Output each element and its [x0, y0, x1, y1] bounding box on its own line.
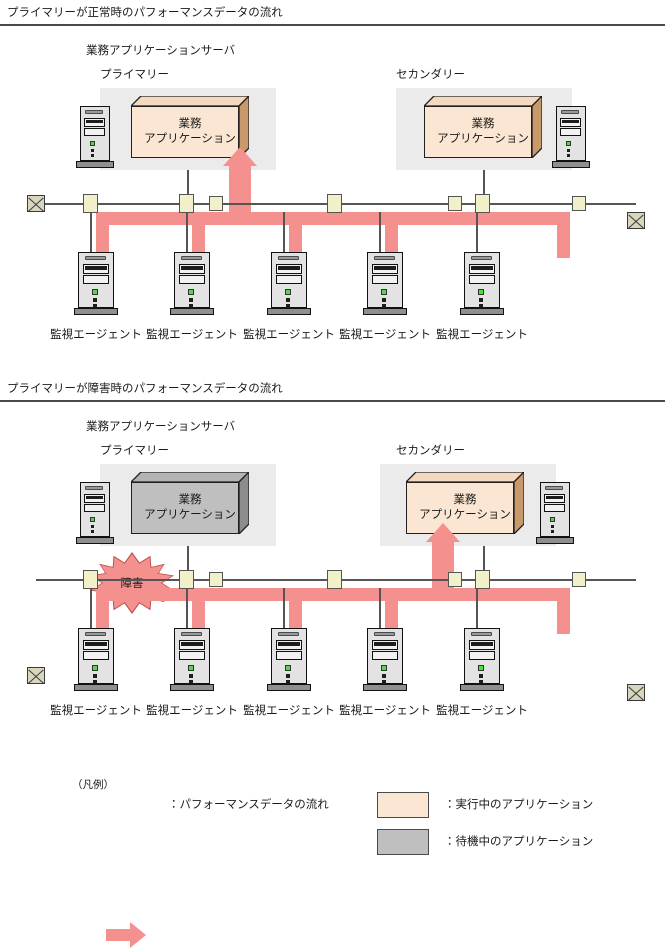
server-tower-normal-secondary	[552, 106, 590, 168]
app-box-3d-shading	[131, 472, 249, 534]
agent-drop-line-failover-5	[476, 588, 478, 628]
app-box-3d-shading	[406, 472, 524, 534]
agent-tower-failover-5	[459, 628, 505, 691]
flow-arrowhead-failover	[426, 523, 460, 542]
bus-tap-normal-4	[448, 196, 462, 211]
bus-tap-failover-2	[209, 572, 223, 587]
agent-tower-normal-1	[73, 252, 119, 315]
agent-label-failover-5: 監視エージェント	[436, 705, 528, 717]
legend-swatch-running	[377, 792, 429, 818]
server-group-label-normal: 業務アプリケーションサーバ	[86, 45, 236, 57]
app-box-failover-secondary: 業務 アプリケーション	[406, 472, 524, 534]
node-label-failover-primary: プライマリー	[100, 445, 169, 457]
server-drop-line-failover-primary	[187, 546, 189, 580]
app-box-normal-secondary: 業務 アプリケーション	[424, 96, 542, 158]
flow-riser-normal	[229, 165, 251, 225]
section-title-normal: プライマリーが正常時のパフォーマンスデータの流れ	[7, 7, 283, 19]
section-rule-normal	[0, 24, 665, 26]
bus-tap-failover-server2	[475, 570, 490, 589]
legend-label-running: ：実行中のアプリケーション	[444, 799, 594, 811]
legend-label-flow: ：パフォーマンスデータの流れ	[168, 799, 329, 811]
agent-drop-line-failover-1	[90, 588, 92, 628]
app-box-failover-primary: 業務 アプリケーション	[131, 472, 249, 534]
app-box-3d-shading	[131, 96, 249, 158]
legend-label-standby: ：待機中のアプリケーション	[444, 836, 594, 848]
bus-terminator-left-normal	[27, 195, 45, 212]
agent-tower-normal-5	[459, 252, 505, 315]
bus-tap-normal-5	[572, 196, 586, 211]
agent-label-normal-5: 監視エージェント	[436, 329, 528, 341]
bus-terminator-right-normal	[627, 212, 645, 229]
bus-tap-normal-server2	[475, 194, 490, 213]
bus-tap-normal-2	[209, 196, 223, 211]
server-tower-failover-secondary	[536, 482, 574, 544]
agent-tower-normal-3	[266, 252, 312, 315]
agent-label-normal-1: 監視エージェント	[50, 329, 142, 341]
server-tower-failover-primary	[76, 482, 114, 544]
flow-bus-failover	[96, 588, 570, 601]
bus-tap-failover-3	[327, 570, 342, 589]
bus-tap-normal-server1	[179, 194, 194, 213]
agent-label-failover-2: 監視エージェント	[146, 705, 238, 717]
agent-tower-failover-1	[73, 628, 119, 691]
server-drop-line-failover-secondary	[483, 546, 485, 580]
section-title-failover: プライマリーが障害時のパフォーマンスデータの流れ	[7, 383, 283, 395]
server-drop-line-normal-secondary	[483, 170, 485, 204]
flow-stub-failover-4	[385, 588, 398, 634]
flow-stub-normal-4	[385, 212, 398, 258]
flow-stub-failover-1	[96, 588, 109, 634]
bus-tap-failover-1	[83, 570, 98, 589]
agent-drop-line-failover-4	[379, 588, 381, 628]
flow-stub-failover-2	[192, 588, 205, 634]
legend-arrow-icon	[106, 922, 150, 948]
flow-arrowhead-normal	[223, 147, 257, 166]
server-drop-line-normal-primary	[187, 170, 189, 204]
flow-stub-normal-1	[96, 212, 109, 258]
node-label-normal-secondary: セカンダリー	[396, 69, 465, 81]
agent-drop-line-normal-3	[283, 212, 285, 252]
legend-swatch-standby	[377, 829, 429, 855]
bus-tap-failover-4	[448, 572, 462, 587]
bus-terminator-left-failover	[27, 667, 45, 684]
flow-stub-failover-3	[289, 588, 302, 634]
agent-tower-failover-3	[266, 628, 312, 691]
bus-terminator-right-failover	[627, 684, 645, 701]
agent-drop-line-normal-1	[90, 212, 92, 252]
section-rule-failover	[0, 400, 665, 402]
flow-stub-failover-5	[557, 588, 570, 634]
agent-tower-failover-2	[169, 628, 215, 691]
flow-stub-normal-3	[289, 212, 302, 258]
agent-label-normal-2: 監視エージェント	[146, 329, 238, 341]
bus-tap-failover-server1	[179, 570, 194, 589]
agent-label-normal-4: 監視エージェント	[339, 329, 431, 341]
agent-label-failover-4: 監視エージェント	[339, 705, 431, 717]
server-group-label-failover: 業務アプリケーションサーバ	[86, 421, 236, 433]
bus-tap-failover-5	[572, 572, 586, 587]
agent-drop-line-normal-5	[476, 212, 478, 252]
app-box-3d-shading	[424, 96, 542, 158]
agent-tower-normal-4	[362, 252, 408, 315]
flow-bus-normal	[96, 212, 570, 225]
agent-label-failover-3: 監視エージェント	[243, 705, 335, 717]
agent-drop-line-failover-2	[186, 588, 188, 628]
agent-drop-line-normal-4	[379, 212, 381, 252]
flow-stub-normal-5	[557, 212, 570, 258]
server-tower-normal-primary	[76, 106, 114, 168]
app-box-face	[131, 106, 239, 158]
node-label-failover-secondary: セカンダリー	[396, 445, 465, 457]
agent-drop-line-failover-3	[283, 588, 285, 628]
agent-label-failover-1: 監視エージェント	[50, 705, 142, 717]
agent-tower-normal-2	[169, 252, 215, 315]
agent-tower-failover-4	[362, 628, 408, 691]
bus-tap-normal-3	[327, 194, 342, 213]
flow-riser-failover	[432, 541, 454, 601]
flow-stub-normal-2	[192, 212, 205, 258]
failure-badge-label: 障害	[120, 578, 144, 590]
agent-drop-line-normal-2	[186, 212, 188, 252]
agent-label-normal-3: 監視エージェント	[243, 329, 335, 341]
node-label-normal-primary: プライマリー	[100, 69, 169, 81]
bus-tap-normal-1	[83, 194, 98, 213]
legend-title: （凡例）	[72, 779, 114, 791]
